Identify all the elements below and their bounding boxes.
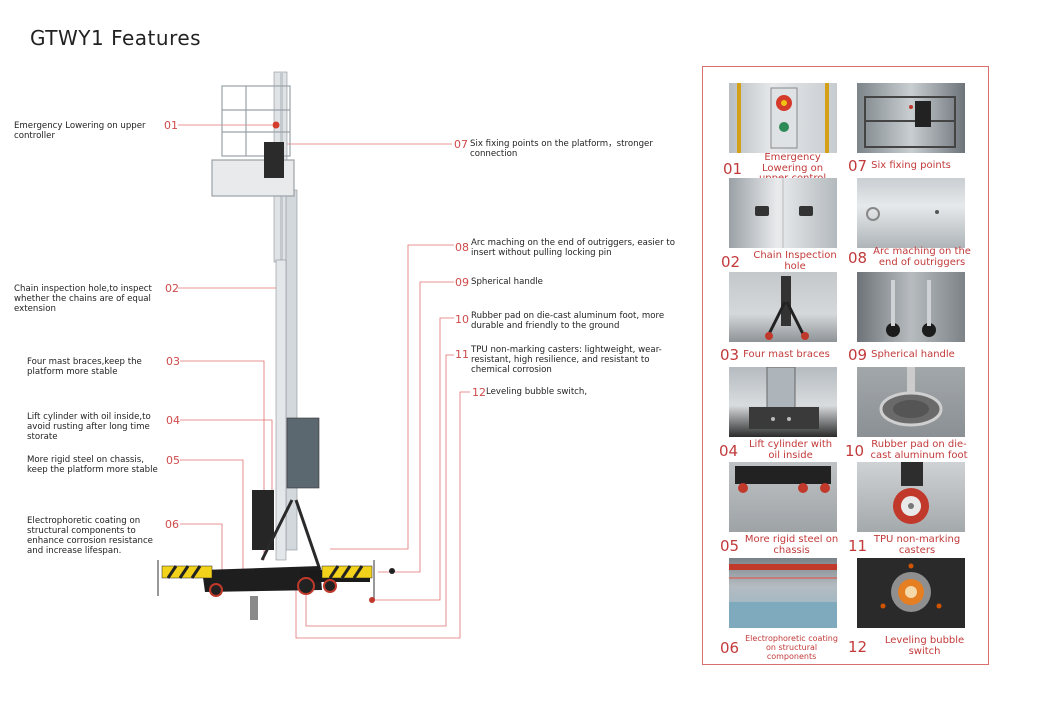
photo-text-07: Six fixing points: [871, 159, 951, 171]
leader-10: [370, 317, 454, 601]
leader-09: [378, 281, 454, 573]
photo-text-08: Arc maching on the end of outriggers: [873, 246, 971, 268]
feature-num-10: 10: [455, 313, 469, 326]
photo-num-02: 02: [721, 252, 741, 271]
photo-caption-10: 10 Rubber pad on die-cast aluminum foot: [845, 439, 970, 461]
feature-label-12: Leveling bubble switch,: [486, 387, 588, 397]
photo-text-06: Electrophoretic coating on structural co…: [745, 634, 838, 661]
photo-text-12: Leveling bubble switch: [884, 635, 965, 657]
feature-num-08: 08: [455, 241, 469, 254]
photo-num-10: 10: [845, 441, 865, 460]
photo-text-10: Rubber pad on die-cast aluminum foot: [870, 439, 968, 461]
photo-caption-04: 04 Lift cylinder with oil inside: [719, 439, 839, 461]
casters: [209, 577, 337, 597]
feature-label-02: Chain inspection hole,to inspect whether…: [14, 284, 152, 314]
feature-photo-panel: [702, 66, 989, 665]
photo-caption-12: 12 Leveling bubble switch: [848, 635, 978, 657]
leader-05: [180, 459, 244, 578]
photo-num-09: 09: [848, 346, 868, 364]
battery-box: [252, 490, 274, 550]
feature-label-01: Emergency Lowering on upper controller: [14, 121, 146, 141]
leader-08: [330, 244, 454, 550]
outriggers: [157, 560, 375, 620]
inspection-hole-photo: [729, 178, 837, 248]
power-unit: [286, 417, 320, 489]
photo-text-03: Four mast braces: [743, 348, 830, 360]
feature-label-05: More rigid steel on chassis, keep the pl…: [27, 455, 158, 475]
photo-num-07: 07: [848, 157, 868, 175]
photo-text-11: TPU non-marking casters: [873, 534, 961, 556]
leader-lines: [178, 124, 470, 639]
photo-text-05: More rigid steel on chassis: [744, 534, 839, 556]
feature-num-06: 06: [165, 518, 179, 531]
photo-num-04: 04: [719, 441, 739, 460]
photo-num-03: 03: [720, 346, 740, 364]
spherical-handle-photo: [857, 272, 965, 342]
feature-label-10: Rubber pad on die-cast aluminum foot, mo…: [471, 311, 665, 331]
feature-num-04: 04: [166, 414, 180, 427]
emergency-stop-photo: [729, 83, 837, 153]
photo-num-08: 08: [848, 248, 868, 267]
rubber-foot: [369, 597, 375, 603]
feature-label-11: TPU non-marking casters: lightweight, we…: [471, 345, 662, 375]
photo-caption-08: 08 Arc maching on the end of outriggers: [848, 246, 973, 268]
page-title: GTWY1 Features: [30, 26, 202, 50]
feature-label-06: Electrophoretic coating on structural co…: [27, 516, 153, 556]
leader-06: [180, 523, 223, 572]
lift-cylinder-photo: [729, 367, 837, 437]
feature-label-09: Spherical handle: [471, 277, 543, 287]
upper-controller: [264, 142, 284, 178]
chassis-photo: [729, 462, 837, 532]
outrigger-arc-photo: [857, 178, 965, 248]
feature-num-12: 12: [472, 386, 486, 399]
feature-label-04: Lift cylinder with oil inside,to avoid r…: [27, 412, 151, 442]
photo-num-01: 01: [723, 159, 743, 178]
photo-num-12: 12: [848, 637, 868, 656]
photo-caption-06: 06 Electrophoretic coating on structural …: [720, 634, 840, 661]
photo-num-05: 05: [720, 536, 740, 555]
photo-caption-11: 11 TPU non-marking casters: [848, 534, 963, 556]
photo-text-04: Lift cylinder with oil inside: [748, 439, 833, 461]
mast-braces-photo: [729, 272, 837, 342]
bubble-level-photo: [857, 558, 965, 628]
leader-11: [305, 354, 454, 627]
emergency-button: [272, 121, 280, 129]
feature-num-03: 03: [166, 355, 180, 368]
spherical-handle: [389, 568, 395, 574]
rubber-pad-photo: [857, 367, 965, 437]
photo-text-02: Chain Inspection hole: [753, 250, 837, 272]
photo-num-06: 06: [720, 638, 740, 657]
feature-num-01: 01: [164, 119, 178, 132]
mast-braces: [260, 499, 322, 571]
coating-line-photo: [729, 558, 837, 628]
feature-num-09: 09: [455, 276, 469, 289]
fixing-points-photo: [857, 83, 965, 153]
photo-caption-02: 02 Chain Inspection hole: [721, 250, 846, 272]
feature-label-07: Six fixing points on the platform，strong…: [470, 139, 653, 159]
leader-12: [295, 391, 470, 639]
caster-photo: [857, 462, 965, 532]
feature-num-02: 02: [165, 282, 179, 295]
feature-label-03: Four mast braces,keep the platform more …: [27, 357, 142, 377]
feature-num-05: 05: [166, 454, 180, 467]
photo-num-11: 11: [848, 536, 868, 555]
feature-num-07: 07: [454, 138, 468, 151]
feature-num-11: 11: [455, 348, 469, 361]
feature-label-08: Arc maching on the end of outriggers, ea…: [471, 238, 675, 258]
photo-text-09: Spherical handle: [871, 348, 955, 360]
